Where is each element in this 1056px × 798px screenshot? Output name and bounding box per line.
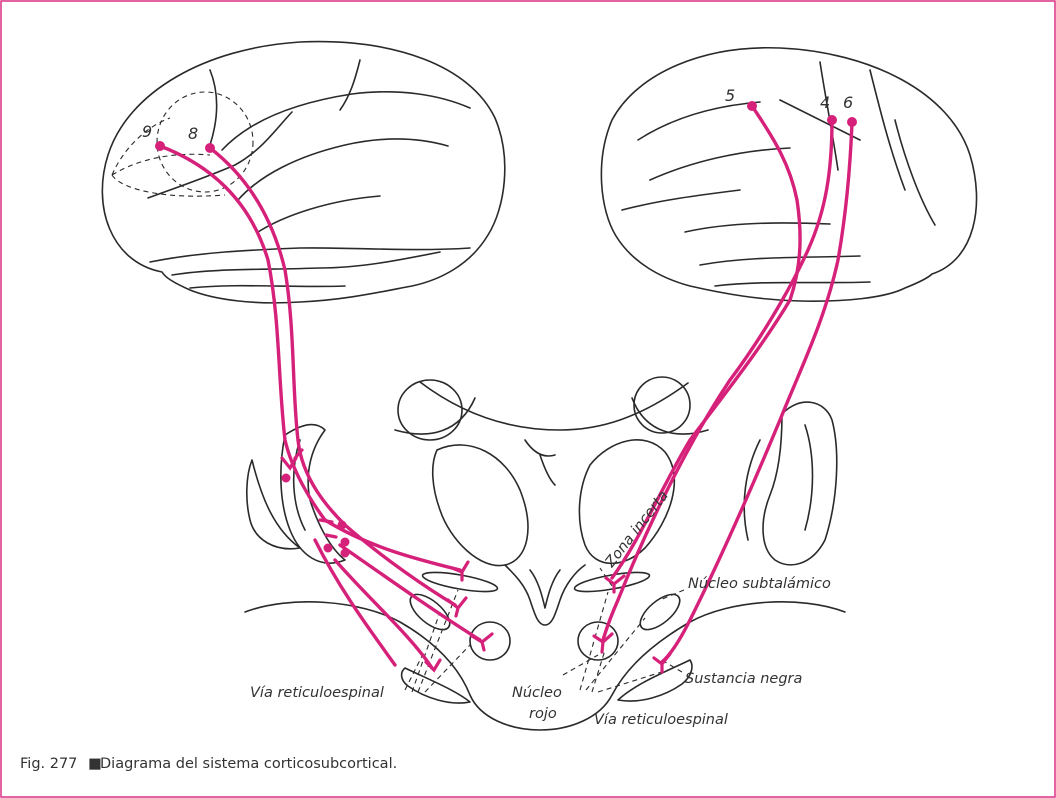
red-nucleus-left — [470, 622, 510, 660]
internal-capsule-right — [763, 402, 837, 565]
label-via-reticuloespinal-left: Vía reticuloespinal — [250, 685, 384, 701]
left-tracts — [155, 141, 492, 670]
left-hemisphere — [102, 42, 504, 303]
tract-area-9 — [160, 146, 325, 520]
label-sustancia-negra: Sustancia negra — [685, 671, 802, 687]
soma-area-4 — [827, 115, 837, 125]
substantia-nigra-right — [618, 660, 692, 701]
internal-capsule-left — [281, 425, 345, 564]
area-9-outline — [112, 118, 225, 196]
structure-labels: Zona incerta Núcleo subtalámico Sustanci… — [250, 488, 831, 728]
label-nucleo: Núcleo — [512, 685, 562, 701]
caption-text: Diagrama del sistema corticosubcortical. — [100, 756, 397, 772]
label-via-reticuloespinal-right: Vía reticuloespinal — [594, 712, 728, 728]
area-number-8: 8 — [188, 124, 198, 143]
caption-fig-number: Fig. 277 — [20, 756, 77, 772]
label-nucleo-subtalamico: Núcleo subtalámico — [688, 576, 831, 592]
area-numbers: 9 8 5 4 6 — [142, 86, 853, 143]
left-hemisphere-outline — [102, 42, 504, 303]
soma-area-9 — [155, 141, 165, 151]
area-number-4: 4 — [820, 93, 830, 112]
soma-area-5 — [747, 101, 757, 111]
soma-area-6 — [847, 117, 857, 127]
area-number-5: 5 — [725, 86, 735, 105]
tract-area-5 — [612, 106, 800, 578]
label-rojo: rojo — [529, 706, 557, 722]
figure-caption: Fig. 277 ■ Diagrama del sistema corticos… — [20, 756, 397, 772]
area-number-6: 6 — [843, 93, 853, 112]
caudate-right — [634, 377, 690, 433]
area-number-9: 9 — [142, 122, 152, 141]
third-ventricle — [530, 570, 560, 608]
soma-area-8 — [205, 143, 215, 153]
thalamus-left — [433, 445, 528, 566]
substantia-nigra-left — [402, 668, 470, 703]
